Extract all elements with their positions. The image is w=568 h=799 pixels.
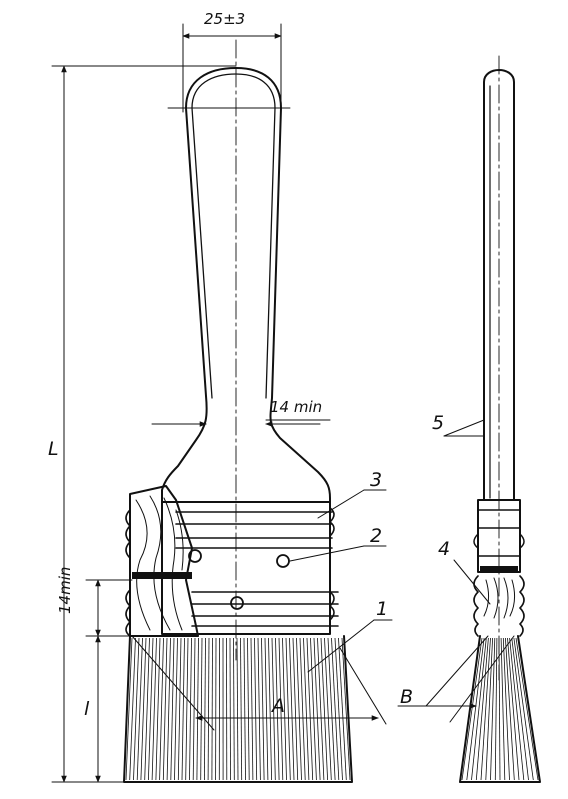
handle-inner-edge xyxy=(191,73,276,399)
bristles-outline xyxy=(123,635,353,783)
glue-band xyxy=(132,572,192,579)
side-bristle-strokes xyxy=(461,637,539,781)
side-glue-band xyxy=(480,566,518,573)
view-a-label: A xyxy=(272,695,285,717)
part-number-2: 2 xyxy=(370,525,383,547)
ferrule-body xyxy=(161,501,331,635)
dimension-lines xyxy=(51,23,393,783)
part-number-3: 3 xyxy=(370,469,383,491)
bristle-length-label: l xyxy=(84,698,90,720)
neck-min-label: 14 min xyxy=(270,398,323,416)
side-handle xyxy=(483,69,515,501)
side-view xyxy=(397,55,541,783)
part-number-5: 5 xyxy=(432,412,445,434)
rivet-bottom xyxy=(230,596,244,610)
bristle-strokes xyxy=(125,637,351,781)
rivet-right xyxy=(276,554,290,568)
ferrule-min-label: 14min xyxy=(56,566,74,614)
rivet-left xyxy=(188,549,202,563)
view-b-label: B xyxy=(400,686,414,708)
front-view xyxy=(123,39,353,783)
width-tolerance-label: 25±3 xyxy=(204,10,246,28)
wood-cutaway xyxy=(129,485,199,637)
side-bristles xyxy=(459,635,541,783)
overall-length-label: L xyxy=(48,438,59,460)
part-number-1: 1 xyxy=(376,598,389,620)
part-number-4: 4 xyxy=(438,538,451,560)
handle-outline xyxy=(161,67,331,503)
